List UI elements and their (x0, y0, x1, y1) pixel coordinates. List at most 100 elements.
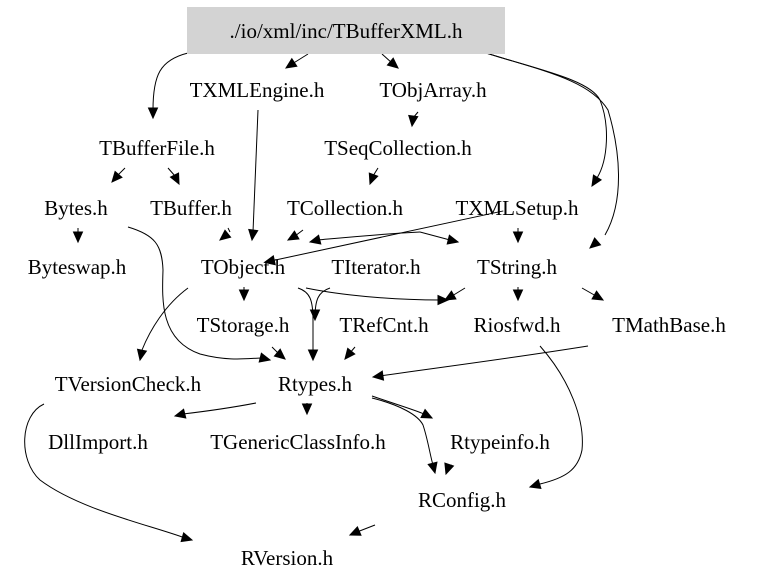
arrowhead-icon (437, 294, 450, 306)
edge-tversioncheck-to-rversion (24, 403, 194, 543)
edge-rtypes-to-rconfig (371, 397, 438, 475)
graph-node[interactable]: Riosfwd.h (474, 313, 561, 337)
graph-node[interactable]: TMathBase.h (612, 313, 726, 337)
edge-line (379, 345, 589, 377)
arrowhead-icon (386, 57, 399, 69)
graph-node[interactable]: TCollection.h (287, 196, 404, 220)
arrowhead-icon (591, 174, 603, 188)
arrowhead-icon (273, 348, 286, 360)
arrowhead-icon (72, 231, 84, 244)
arrowhead-icon (512, 231, 524, 244)
graph-node[interactable]: RVersion.h (241, 546, 334, 570)
node-label: TString.h (477, 255, 557, 279)
graph-node[interactable]: TStorage.h (197, 313, 290, 337)
graph-node[interactable]: RConfig.h (418, 488, 507, 512)
arrowhead-icon (528, 478, 542, 490)
edge-rtypeinfo-to-rconfig (444, 462, 455, 476)
graph-node[interactable]: TString.h (477, 255, 557, 279)
graph-node[interactable]: TVersionCheck.h (55, 372, 202, 396)
edge-tobjarray-to-tseqcollection (408, 111, 419, 128)
edge-line (117, 167, 126, 176)
edge-tobject-to-rtypes (297, 287, 319, 362)
node-label: TObjArray.h (379, 78, 487, 102)
graph-node[interactable]: Bytes.h (44, 196, 108, 220)
graph-node[interactable]: TXMLEngine.h (190, 78, 325, 102)
edge-tobject-to-riosfwd (305, 287, 450, 306)
edge-tbufferfile-to-tbuffer (167, 167, 180, 186)
edge-tbuffer-to-tobject (219, 227, 232, 241)
node-label: TGenericClassInfo.h (210, 430, 386, 454)
graph-node[interactable]: Rtypeinfo.h (450, 430, 550, 454)
edge-line (419, 231, 451, 241)
edge-line (451, 287, 466, 297)
edge-txmlsetup-to-tobject (263, 210, 504, 266)
graph-node[interactable]: TXMLSetup.h (455, 196, 579, 220)
graph-node[interactable]: Byteswap.h (28, 255, 127, 279)
edge-tbufferfile-to-bytes (111, 167, 126, 183)
arrowhead-icon (420, 408, 434, 419)
edge-line (305, 287, 441, 301)
edge-line (127, 226, 263, 360)
node-label: ./io/xml/inc/TBufferXML.h (230, 19, 463, 43)
graph-node[interactable]: Rtypes.h (278, 372, 353, 396)
arrowhead-icon (591, 290, 605, 301)
arrowhead-icon (286, 230, 300, 241)
graph-node[interactable]: DllImport.h (48, 430, 148, 454)
edge-tbufferxml-to-txmlengine (284, 53, 309, 69)
arrowhead-icon (308, 234, 322, 245)
graph-node[interactable]: TIterator.h (331, 255, 421, 279)
arrowhead-icon (258, 352, 272, 363)
node-label: TSeqCollection.h (324, 136, 472, 160)
graph-node[interactable]: TRefCnt.h (339, 313, 429, 337)
edge-tbufferxml-to-tbufferfile (147, 52, 189, 120)
edge-bytes-to-byteswap (72, 228, 84, 244)
arrowhead-icon (263, 255, 276, 266)
edge-rtypes-to-tgenericclassinfo (301, 403, 313, 416)
graph-node[interactable]: TBufferFile.h (99, 136, 215, 160)
root-node-background (187, 7, 505, 54)
edge-line (182, 402, 257, 415)
node-label: Rtypes.h (278, 372, 353, 396)
graph-node[interactable]: TBuffer.h (150, 196, 232, 220)
edges-layer (24, 52, 619, 543)
node-label: TCollection.h (287, 196, 404, 220)
edge-trefcnt-to-rtypes (344, 346, 356, 360)
arrowhead-icon (147, 107, 159, 120)
graph-node[interactable]: TGenericClassInfo.h (210, 430, 386, 454)
arrowhead-icon (444, 462, 455, 476)
graph-node[interactable]: TSeqCollection.h (324, 136, 472, 160)
node-label: TRefCnt.h (339, 313, 429, 337)
edge-tstring-to-tmathbase (581, 287, 605, 301)
edge-rconfig-to-rversion (348, 524, 376, 536)
node-label: RConfig.h (418, 488, 507, 512)
arrowhead-icon (589, 237, 602, 249)
arrowhead-icon (173, 408, 187, 419)
graph-node[interactable]: TObject.h (201, 255, 286, 279)
arrowhead-icon (111, 170, 123, 183)
arrowhead-icon (368, 172, 379, 186)
node-label: TXMLSetup.h (455, 196, 579, 220)
edge-line (141, 287, 189, 351)
edge-line (371, 395, 425, 415)
edge-line (274, 210, 504, 261)
edge-titerator-to-rtypes (309, 287, 331, 322)
edge-bytes-to-rtypes (127, 226, 272, 363)
arrowhead-icon (344, 347, 356, 360)
edge-line (24, 403, 186, 539)
edge-rtypes-to-dllimport (173, 402, 257, 419)
arrowhead-icon (309, 309, 321, 322)
node-label: RVersion.h (241, 546, 334, 570)
arrowhead-icon (512, 289, 524, 302)
edge-line (317, 231, 421, 241)
edge-rtypes-to-rtypeinfo (371, 395, 434, 419)
edge-riosfwd-to-rconfig (528, 345, 583, 490)
edge-line (356, 524, 376, 533)
graph-node[interactable]: TObjArray.h (379, 78, 487, 102)
arrowhead-icon (219, 229, 232, 241)
arrowhead-icon (348, 526, 362, 536)
node-label: Rtypeinfo.h (450, 430, 550, 454)
root-node[interactable]: ./io/xml/inc/TBufferXML.h (187, 7, 505, 54)
edge-line (252, 109, 259, 233)
arrowhead-icon (248, 228, 259, 242)
